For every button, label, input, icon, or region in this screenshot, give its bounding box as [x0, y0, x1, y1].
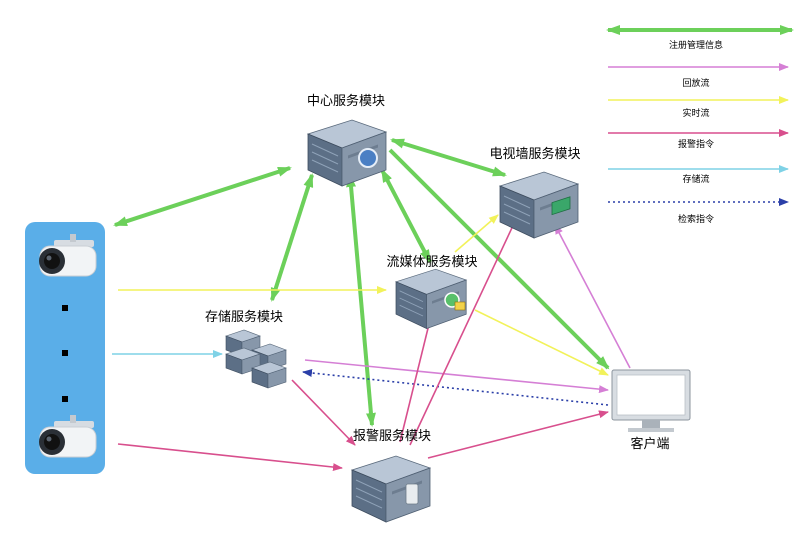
streaming-service-label: 流媒体服务模块 [386, 254, 477, 270]
client-label: 客户端 [630, 436, 669, 452]
videowall-service-label: 电视墙服务模块 [489, 146, 580, 162]
alarm-link [399, 311, 434, 443]
legend-label-storage: 存储流 [682, 173, 709, 185]
legend-item-register: 注册管理信息 [606, 25, 794, 51]
alarm-link [291, 379, 356, 446]
register-link [388, 148, 610, 370]
legend-label-playback: 回放流 [682, 77, 709, 89]
ellipsis-dot [62, 305, 68, 311]
storage-service-node: 存储服务模块 [205, 309, 287, 389]
legend-item-alarm: 报警指令 [608, 129, 789, 150]
realtime-link [454, 214, 499, 253]
alarm-service-node: 报警服务模块 [351, 428, 431, 523]
monitor-icon [611, 369, 691, 432]
alarm-link [409, 214, 519, 446]
legend-item-storage: 存储流 [608, 165, 789, 185]
register-link [113, 166, 292, 227]
register-link [380, 168, 432, 264]
alarm-service-label: 报警服务模块 [353, 428, 431, 444]
legend-label-search: 检索指令 [678, 213, 714, 225]
videowall-service-node: 电视墙服务模块 [489, 146, 581, 239]
legend-item-realtime: 实时流 [608, 96, 789, 119]
search-link [302, 368, 609, 406]
register-link [270, 173, 314, 302]
ellipsis-dot [62, 396, 68, 402]
legend-label-realtime: 实时流 [682, 107, 709, 119]
legend: 注册管理信息 回放流 实时流 报警指令 存储流 检索指令 [606, 25, 794, 225]
camera-panel [25, 222, 105, 474]
realtime-link [474, 309, 609, 376]
center-service-label: 中心服务模块 [307, 93, 385, 109]
alarm-device-icon [405, 483, 419, 505]
playback-link [554, 224, 631, 369]
register-link [346, 173, 376, 427]
legend-item-playback: 回放流 [608, 63, 789, 89]
center-service-node: 中心服务模块 [307, 93, 387, 187]
alarm-link [117, 443, 343, 472]
ellipsis-dot [62, 350, 68, 356]
globe-icon [358, 148, 378, 168]
streaming-service-node: 流媒体服务模块 [386, 254, 478, 330]
legend-label-register: 注册管理信息 [669, 39, 723, 51]
playback-link [304, 359, 609, 394]
display-card-icon [551, 196, 571, 216]
legend-label-alarm: 报警指令 [678, 138, 714, 150]
storage-array-icon [225, 329, 287, 389]
register-link [390, 138, 507, 177]
alarm-link [427, 410, 609, 459]
storage-service-label: 存储服务模块 [205, 309, 283, 325]
legend-item-search: 检索指令 [608, 198, 789, 225]
client-node: 客户端 [611, 369, 691, 452]
connections [112, 138, 631, 472]
lock-icon [454, 301, 466, 311]
